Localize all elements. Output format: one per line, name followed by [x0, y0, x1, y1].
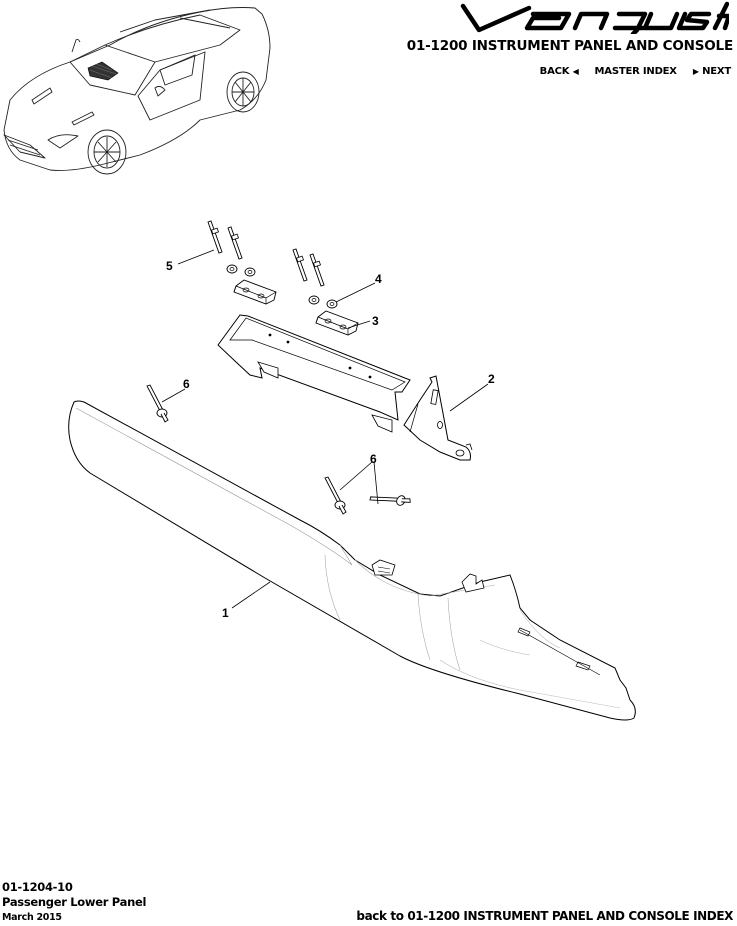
callout-4: 4 — [375, 272, 382, 286]
next-label: NEXT — [702, 66, 731, 77]
callout-6b: 6 — [370, 452, 377, 466]
exploded-parts-diagram: 1 2 3 4 5 6 6 — [68, 220, 636, 721]
part-5-pin[interactable] — [207, 220, 325, 287]
vanquish-logo — [460, 1, 729, 34]
callout-2: 2 — [488, 372, 495, 386]
diagram-name: Passenger Lower Panel — [2, 895, 147, 909]
next-link[interactable]: ▶ NEXT — [693, 66, 731, 77]
back-link[interactable]: BACK ◀ — [540, 66, 579, 77]
back-arrow-icon: ◀ — [572, 67, 579, 76]
callout-3: 3 — [372, 314, 379, 328]
page-navigation: BACK ◀ MASTER INDEX ▶ NEXT — [540, 66, 732, 77]
part-2-bracket[interactable] — [217, 314, 473, 461]
section-title: 01-1200 INSTRUMENT PANEL AND CONSOLE — [406, 38, 733, 54]
master-index-link[interactable]: MASTER INDEX — [594, 66, 677, 77]
diagram-code: 01-1204-10 — [2, 880, 73, 894]
callout-5: 5 — [166, 259, 173, 273]
publication-date: March 2015 — [2, 912, 62, 923]
back-to-index-link[interactable]: back to 01-1200 INSTRUMENT PANEL AND CON… — [356, 909, 733, 923]
back-label: BACK — [539, 66, 570, 77]
highlight-area — [87, 61, 119, 81]
part-1-lower-panel[interactable] — [68, 400, 636, 721]
callout-6a: 6 — [183, 377, 190, 391]
next-arrow-icon: ▶ — [692, 67, 699, 76]
callout-1: 1 — [222, 606, 229, 620]
car-locator-illustration — [3, 7, 271, 175]
